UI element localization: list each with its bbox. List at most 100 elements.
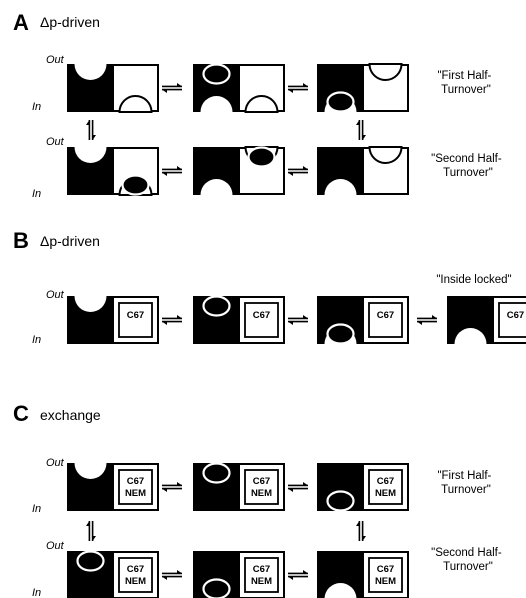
substrate-ligand [202,63,231,85]
panel-c-letter: C [13,401,29,426]
transporter [67,64,159,113]
substrate-ligand [247,146,276,168]
equilibrium-arrow-icon [287,314,309,326]
binding-pocket [118,95,153,113]
light-subunit [112,64,159,113]
cys-label: C67 [253,310,270,321]
binding-pocket [324,583,357,598]
transporter: C67 [447,296,526,344]
substrate-ligand [326,490,355,512]
binding-pocket [324,179,357,195]
cys-label: C67 [377,564,394,575]
transporter [317,146,409,195]
residue-label-box: C67 [498,302,526,338]
transporter [317,63,409,113]
equilibrium-arrow-icon [161,314,183,326]
binding-pocket [368,146,403,164]
in-label: In [32,587,41,598]
cys-label: C67 [377,310,394,321]
substrate-ligand [202,295,231,317]
equilibrium-arrow-icon [161,569,183,581]
residue-label-box: C67 [118,302,153,338]
first-half-turnover-note: "First Half- Turnover" [437,70,494,96]
transporter: C67 [67,296,159,344]
panel-b-title: Δp-driven [40,233,100,249]
light-subunit [362,63,409,112]
cys-label: C67 [253,564,270,575]
nem-label: NEM [251,488,272,499]
out-label: Out [46,289,65,301]
in-label: In [32,188,41,200]
out-label: Out [46,54,65,66]
nem-label: NEM [125,576,146,587]
second-half-turnover-note: "Second Half- Turnover" [431,153,505,179]
nem-label: NEM [375,576,396,587]
substrate-ligand [121,174,150,196]
binding-pocket [74,296,107,312]
transporter [193,146,285,195]
equilibrium-arrow-icon [161,165,183,177]
binding-pocket [454,328,487,344]
cys-label: C67 [377,476,394,487]
panel-a-letter: A [13,10,29,35]
panel-c-title: exchange [40,407,101,423]
binding-pocket [74,64,107,80]
binding-pocket [368,63,403,81]
dark-subunit [67,296,114,344]
substrate-ligand [326,91,355,113]
transporter [193,63,285,113]
second-half-turnover-note: "Second Half- Turnover" [431,547,505,573]
transporter: C67 [317,296,409,345]
light-subunit [238,64,285,113]
residue-label-box: C67 [244,302,279,338]
equilibrium-arrow-icon [85,119,97,141]
equilibrium-arrow-icon [416,314,438,326]
substrate-ligand [202,578,231,598]
substrate-ligand [76,550,105,572]
binding-pocket [74,463,107,479]
residue-label-box: C67 [368,302,403,338]
cys-label: C67 [127,476,144,487]
binding-pocket [244,95,279,113]
equilibrium-arrow-icon [355,520,367,542]
binding-pocket [200,96,233,112]
transporter [67,147,159,196]
out-label: Out [46,136,65,148]
equilibrium-arrow-icon [287,165,309,177]
panel-b-letter: B [13,228,29,253]
binding-pocket [74,147,107,163]
equilibrium-arrow-icon [161,481,183,493]
substrate-ligand [326,323,355,345]
binding-pocket [200,179,233,195]
substrate-ligand [202,462,231,484]
dark-subunit [447,296,494,344]
equilibrium-arrow-icon [287,569,309,581]
cys-label: C67 [127,564,144,575]
dark-subunit [67,64,114,112]
dark-subunit [193,147,240,195]
in-label: In [32,503,41,515]
nem-label: NEM [251,576,272,587]
equilibrium-arrow-icon [287,82,309,94]
dark-subunit [67,147,114,195]
equilibrium-arrow-icon [355,119,367,141]
panel-a-title: Δp-driven [40,14,100,30]
inside-locked-note: "Inside locked" [436,274,511,286]
in-label: In [32,334,41,346]
cys-label: C67 [507,310,524,321]
first-half-turnover-note: "First Half- Turnover" [437,470,494,496]
equilibrium-arrow-icon [85,520,97,542]
dark-subunit [317,147,364,195]
dark-subunit [317,551,364,598]
out-label: Out [46,540,65,552]
